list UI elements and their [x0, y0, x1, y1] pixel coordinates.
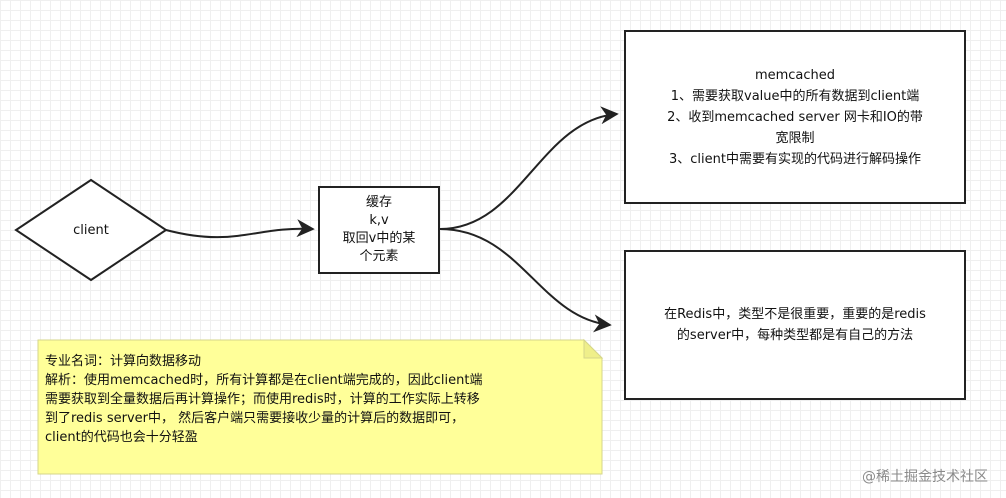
note-fold [583, 338, 604, 359]
watermark-text: @稀土掘金技术社区 [862, 469, 988, 485]
watermark: @稀土掘金技术社区 [862, 466, 988, 486]
note-text: 专业名词：计算向数据移动 解析：使用memcached时，所有计算都是在clie… [45, 354, 483, 445]
note-shape [37, 339, 603, 475]
cache-node[interactable]: 缓存 k,v 取回v中的某 个元素 [318, 186, 440, 274]
memcached-node[interactable]: memcached 1、需要获取value中的所有数据到client端 2、收到… [624, 30, 966, 204]
redis-node-text: 在Redis中，类型不是很重要，重要的是redis 的server中，每种类型都… [664, 307, 926, 343]
redis-node[interactable]: 在Redis中，类型不是很重要，重要的是redis 的server中，每种类型都… [624, 250, 966, 400]
client-label: client [73, 222, 109, 238]
client-diamond[interactable] [14, 178, 168, 282]
edge-cache-to-redis [439, 228, 612, 333]
edge-client-to-cache [165, 219, 315, 239]
memcached-node-text: memcached 1、需要获取value中的所有数据到client端 2、收到… [667, 67, 923, 167]
edge-cache-to-memcached [439, 106, 619, 230]
cache-node-text: 缓存 k,v 取回v中的某 个元素 [342, 195, 416, 264]
